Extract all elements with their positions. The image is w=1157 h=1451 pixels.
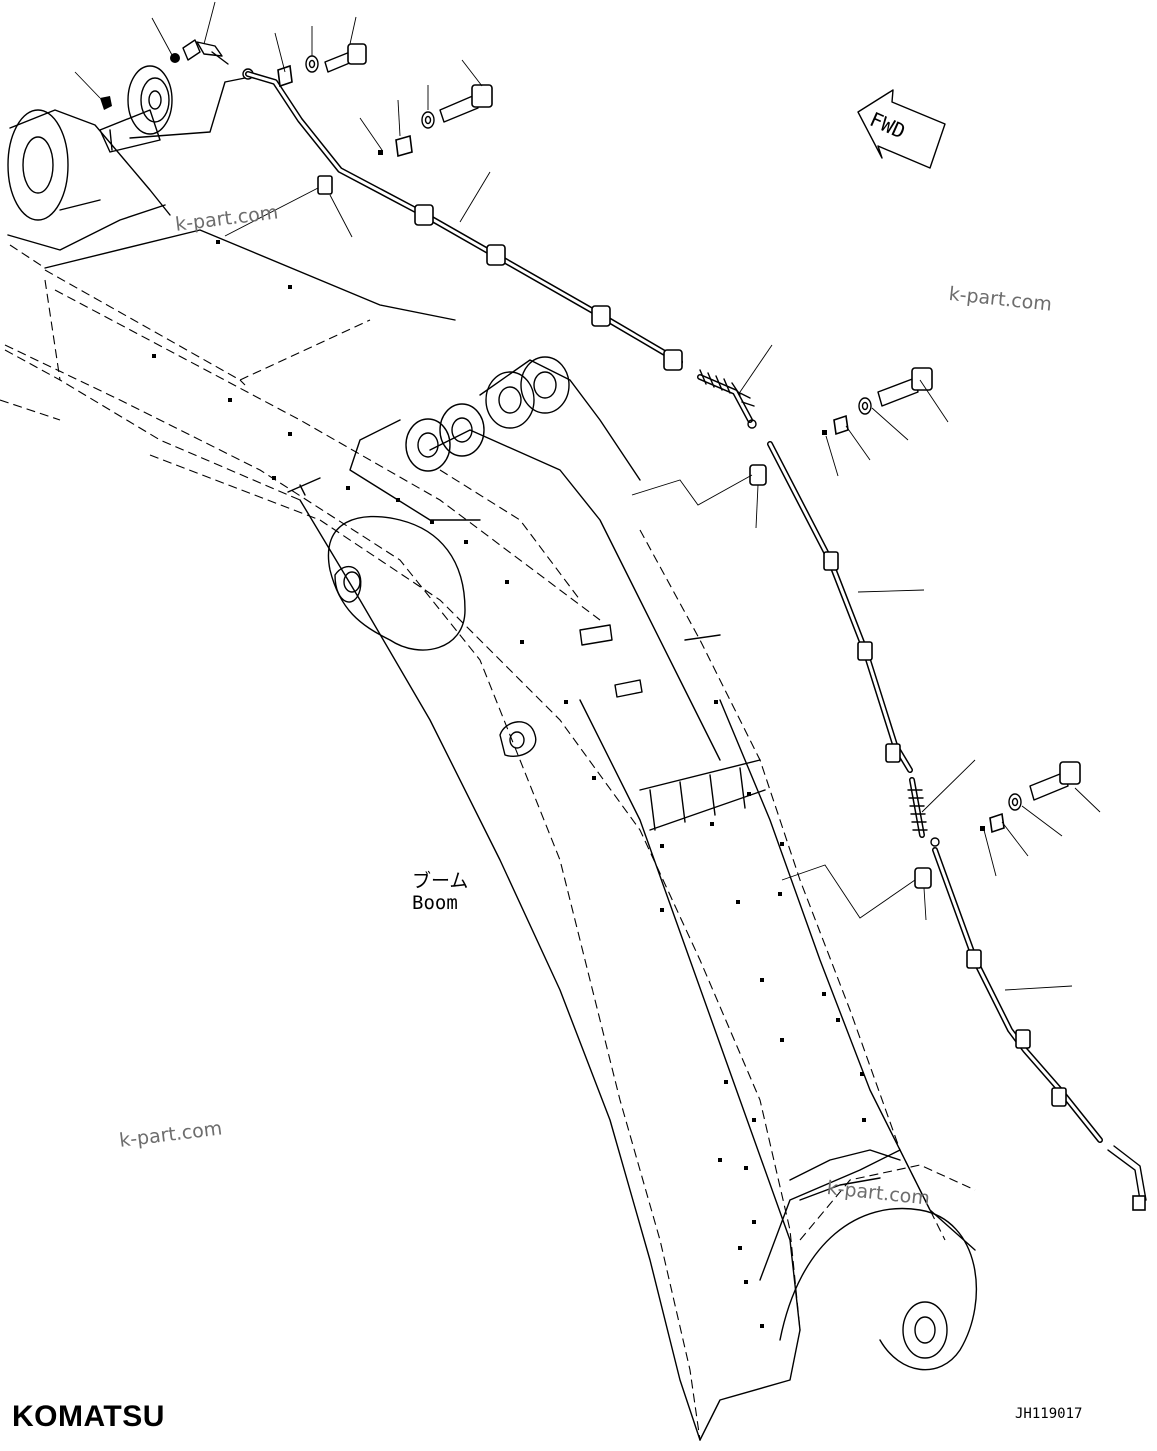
lower-grease-pipe bbox=[781, 847, 1147, 1211]
upper-hose bbox=[697, 369, 757, 429]
drawing-code: JH119017 bbox=[1015, 1406, 1083, 1422]
boom-label-english: Boom bbox=[412, 892, 458, 914]
flange-assembly bbox=[99, 39, 254, 153]
middle-grease-pipe bbox=[631, 441, 913, 773]
boom-fasteners bbox=[152, 240, 866, 1328]
leader-lines bbox=[74, 1, 1101, 991]
upper-grease-pipe bbox=[224, 64, 683, 371]
boom-body bbox=[0, 109, 977, 1441]
komatsu-logo: KOMATSU bbox=[12, 1400, 165, 1433]
fwd-arrow bbox=[857, 89, 946, 169]
boom-label-japanese: ブーム bbox=[412, 870, 469, 892]
middle-hose bbox=[907, 777, 940, 847]
fasteners bbox=[305, 43, 1081, 834]
